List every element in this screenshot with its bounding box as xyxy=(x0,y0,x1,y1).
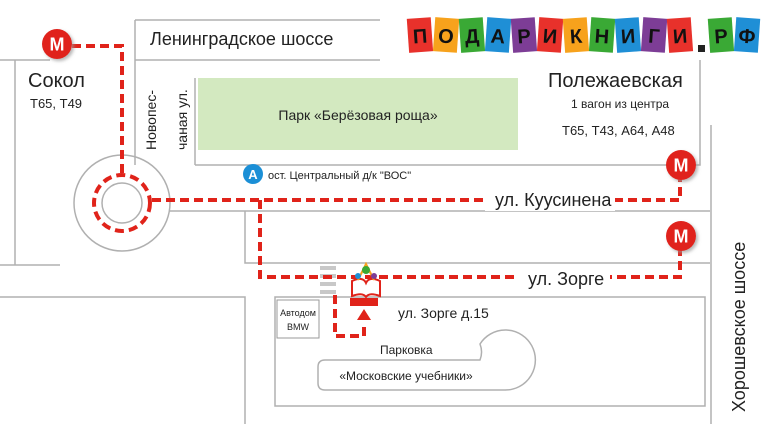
crosswalk-icon xyxy=(320,266,336,294)
autodom-line1: Автодом xyxy=(280,308,316,318)
logo-letter: И xyxy=(542,25,558,48)
logo-tile: Д xyxy=(458,17,486,53)
block-edge xyxy=(274,296,706,407)
park-label: Парк «Берёзовая роща» xyxy=(278,107,437,123)
block-edge xyxy=(244,211,710,264)
street-outlines xyxy=(0,19,712,424)
logo-letter: П xyxy=(412,26,428,49)
logo-letter: О xyxy=(437,25,454,48)
entrance-arrow-icon xyxy=(357,309,371,320)
parking-lot xyxy=(317,329,537,391)
shop-label: «Московские учебники» xyxy=(339,369,473,383)
logo-tile: Н xyxy=(588,17,616,53)
label-bg xyxy=(485,187,615,211)
street-zorge: ул. Зорге xyxy=(528,269,604,289)
route-zorge xyxy=(258,200,682,279)
logo-tile: Ф xyxy=(733,17,761,53)
walking-routes xyxy=(72,44,682,338)
metro-letter: М xyxy=(50,35,65,55)
logo-letter: К xyxy=(569,26,584,49)
logo-tile: О xyxy=(432,17,460,53)
metro-polezhaevskaya-transport: Т65, Т43, А64, А48 xyxy=(562,123,675,138)
logo-letter: Н xyxy=(594,25,610,48)
logo-tile: Г xyxy=(640,17,668,53)
street-novopeschanaya-line1: Новопес- xyxy=(143,90,159,150)
logo-letter: А xyxy=(490,25,506,48)
metro-icon-sokol: М xyxy=(42,29,72,59)
route-roundabout xyxy=(92,173,152,233)
bus-stop-label: ост. Центральный д/к "ВОС" xyxy=(268,170,411,182)
route-entrance xyxy=(333,295,366,338)
logo-letter: И xyxy=(620,26,636,49)
metro-letter: М xyxy=(674,227,689,247)
metro-icon-zorge: М xyxy=(666,221,696,251)
roundabout-inner xyxy=(101,182,143,224)
bus-stop-icon: А xyxy=(243,164,263,184)
metro-sokol-name: Сокол xyxy=(28,70,85,92)
street-novopeschanaya-line2: чаная ул. xyxy=(174,89,190,150)
logo-tile: Р xyxy=(510,17,538,53)
street-kuusinena: ул. Куусинена xyxy=(495,190,612,210)
logo-tile: И xyxy=(666,17,694,53)
autodom-line2: BMW xyxy=(287,322,310,332)
logo-letter: Ф xyxy=(738,25,757,48)
metro-sokol-transport: Т65, Т49 xyxy=(30,96,82,111)
logo-tile: Р xyxy=(707,17,735,53)
metro-letter: М xyxy=(674,156,689,176)
street-leningradskoe: Ленинградское шоссе xyxy=(150,29,333,49)
logo-letter: И xyxy=(672,26,688,49)
logo-tile: И xyxy=(614,17,642,53)
park-area xyxy=(198,78,518,150)
logo-letter: Р xyxy=(517,26,532,49)
autodom-bmw-building xyxy=(276,299,320,339)
logo-tile: А xyxy=(484,17,512,53)
block-edge xyxy=(195,60,701,166)
block-edge xyxy=(0,296,246,424)
metro-icon-polezhaevskaya: М xyxy=(666,150,696,180)
logo-letter: Г xyxy=(648,26,661,49)
metro-polezhaevskaya-note: 1 вагон из центра xyxy=(571,97,669,111)
route-sokol xyxy=(72,44,124,174)
logo-letter: Р xyxy=(714,26,729,49)
book-shop-icon xyxy=(350,261,381,306)
logo-tile: И xyxy=(536,17,564,53)
destination-label: ул. Зорге д.15 xyxy=(398,305,489,321)
metro-polezhaevskaya-name: Полежаевская xyxy=(548,70,683,92)
logo-tile: К xyxy=(562,17,590,53)
logo-tile: П xyxy=(406,17,434,53)
logo-dot xyxy=(698,45,705,52)
label-bg xyxy=(518,266,610,290)
bus-stop-letter: А xyxy=(248,167,258,182)
street-khoroshevskoe: Хорошевское шоссе xyxy=(729,242,749,412)
parking-label: Парковка xyxy=(380,343,433,357)
logo-letter: Д xyxy=(464,26,480,49)
route-kuusinena xyxy=(152,176,682,202)
